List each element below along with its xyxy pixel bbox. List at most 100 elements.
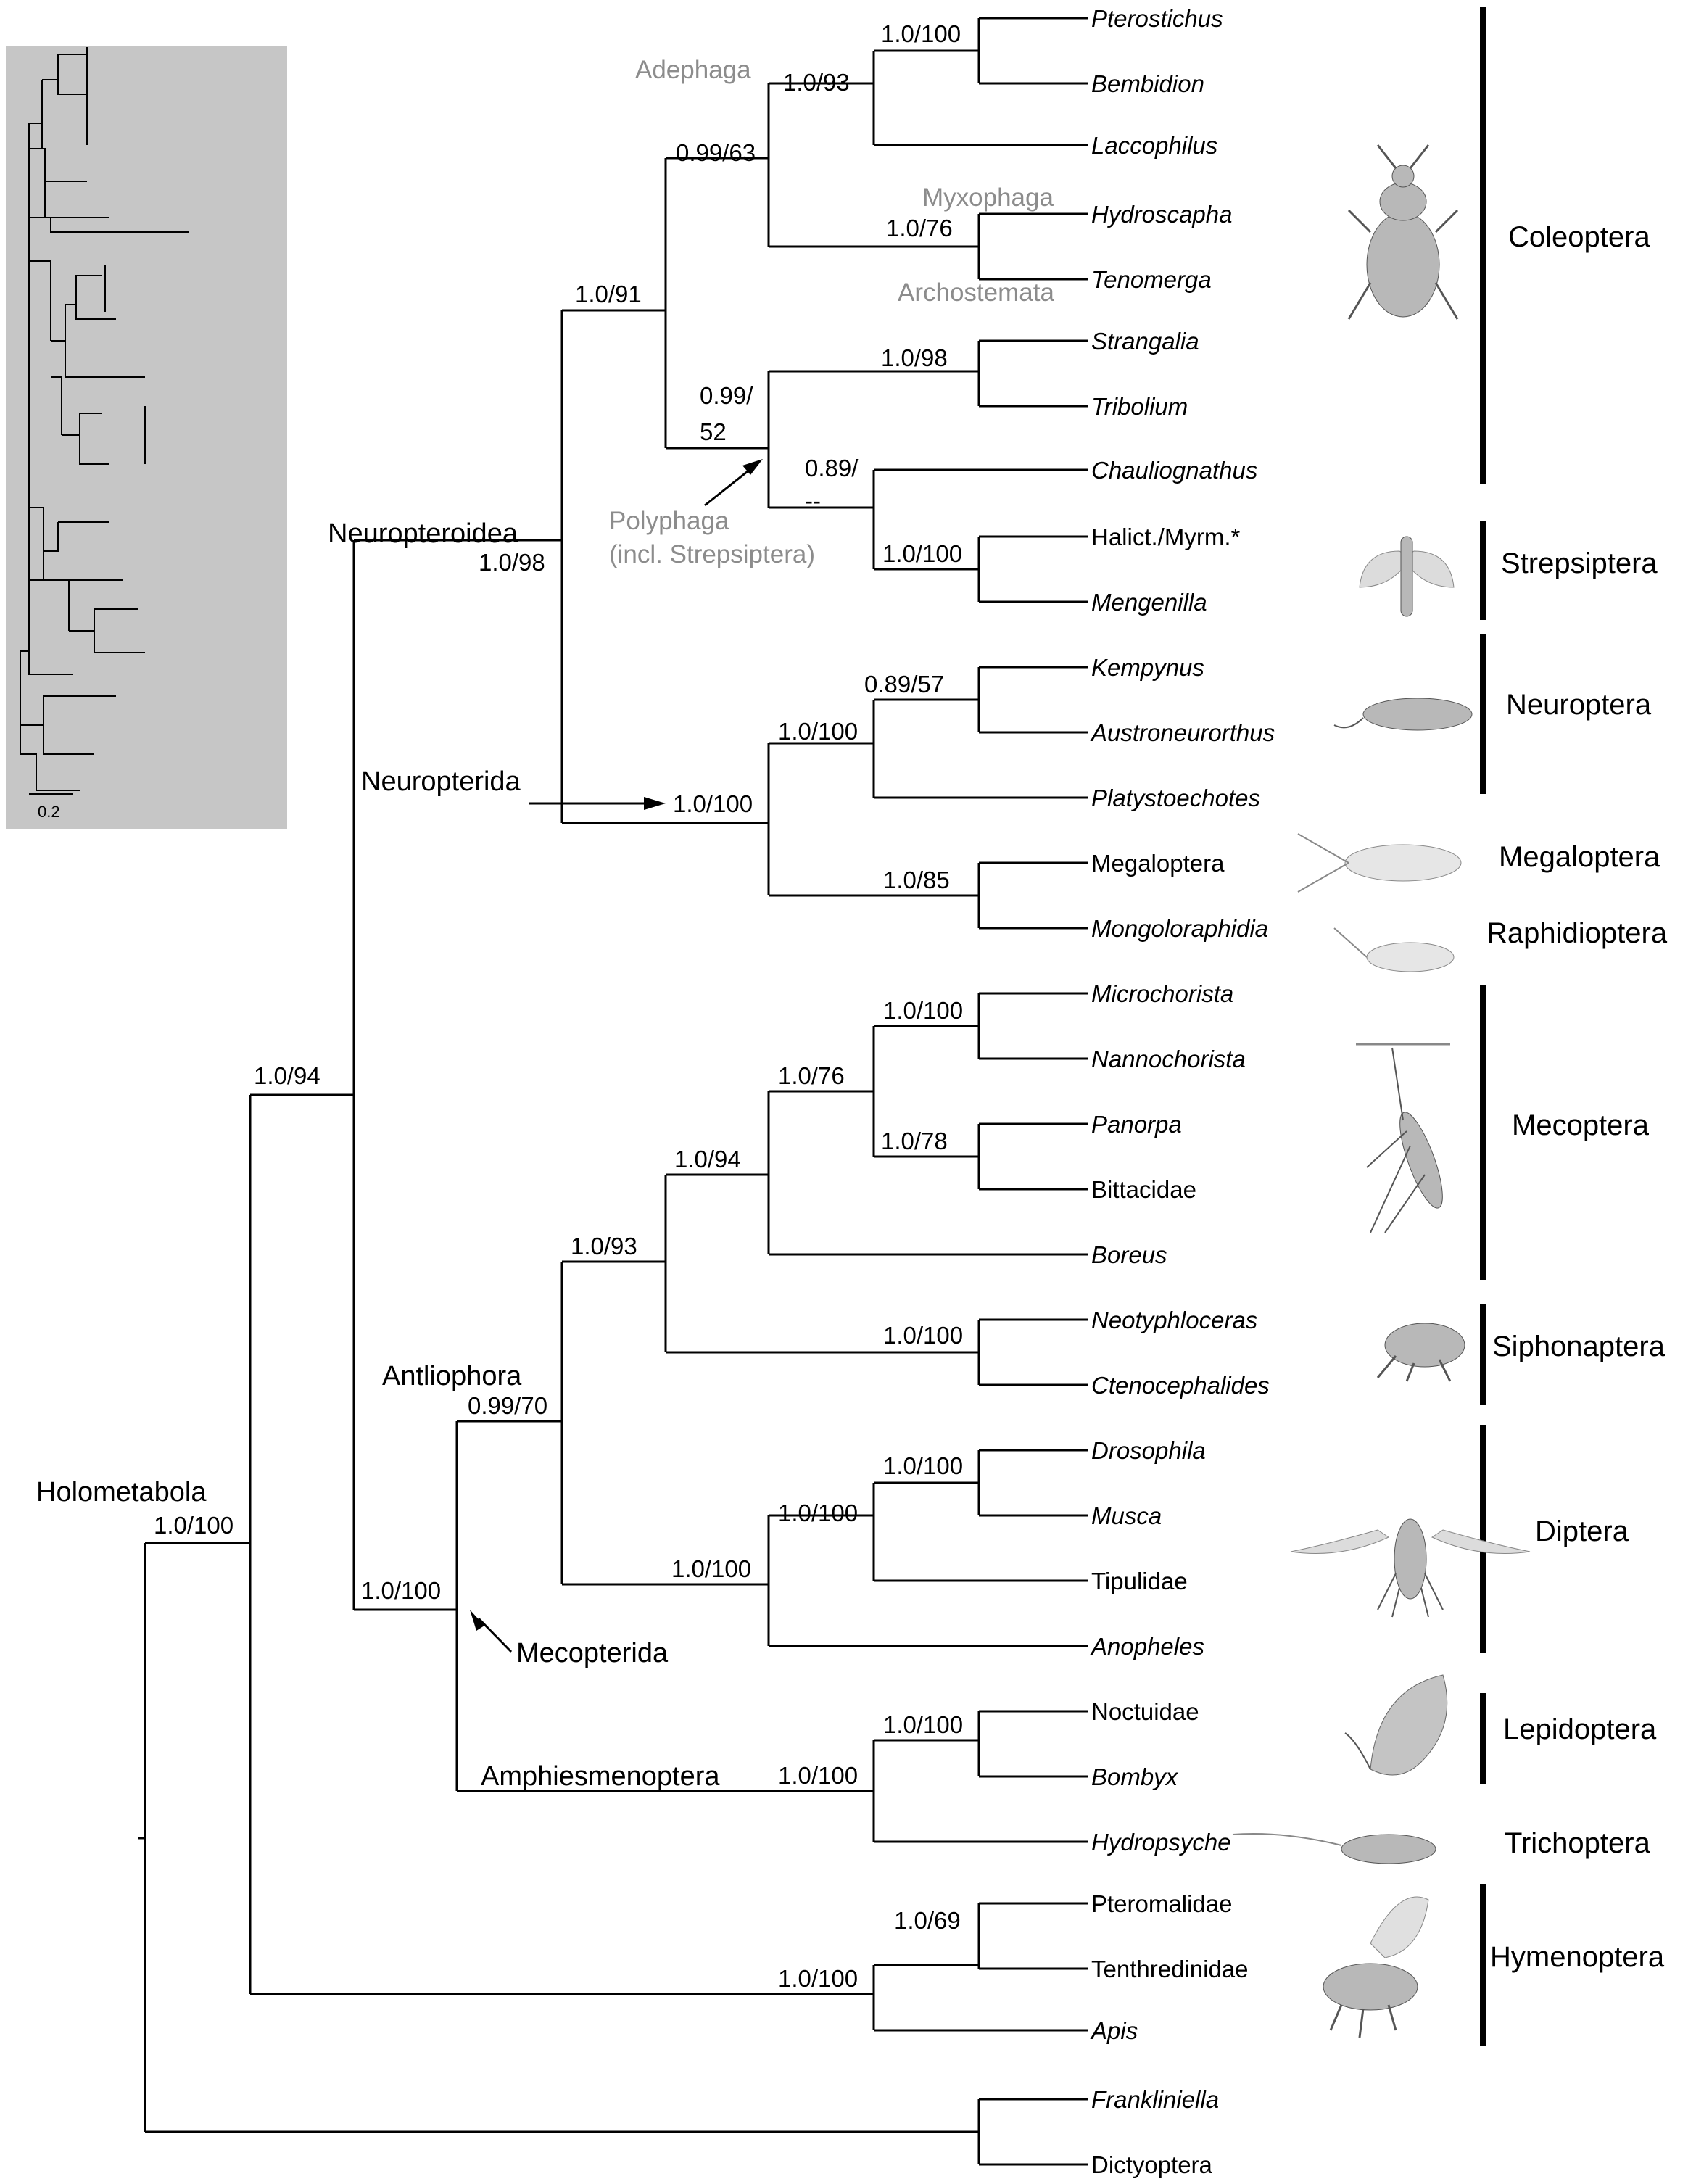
- order-names: Coleoptera Strepsiptera Neuroptera Megal…: [1486, 221, 1668, 1973]
- support-value: 0.99/: [700, 382, 753, 409]
- support-value: 1.0/76: [886, 215, 953, 241]
- support-value: 1.0/100: [671, 1555, 751, 1582]
- taxon-label: Hydroscapha: [1091, 201, 1232, 228]
- arrows: [470, 459, 763, 1653]
- clade-names: Neuropteroidea Neuropterida Antliophora …: [36, 518, 720, 1792]
- grey-label-myxophaga: Myxophaga: [922, 183, 1054, 212]
- taxon-label: Microchorista: [1091, 980, 1233, 1007]
- taxon-label: Bembidion: [1091, 70, 1204, 97]
- taxon-label: Frankliniella: [1091, 2086, 1219, 2113]
- insect-illustrations: [1232, 144, 1531, 2038]
- taxon-label: Musca: [1091, 1502, 1162, 1529]
- strepsiptera-drawing: [1359, 536, 1455, 617]
- support-value: 0.99/63: [676, 139, 756, 166]
- support-values: 1.0/100 1.0/93 0.99/63 1.0/76 1.0/91 1.0…: [154, 20, 963, 1992]
- taxon-label: Neotyphloceras: [1091, 1307, 1257, 1333]
- grey-label-archostemata: Archostemata: [898, 278, 1054, 307]
- fly-drawing: [1290, 1518, 1531, 1618]
- support-value: 1.0/76: [778, 1062, 845, 1089]
- taxon-label: Drosophila: [1091, 1437, 1206, 1464]
- mecopterida-arrow-line: [477, 1617, 513, 1653]
- support-value: 1.0/100: [361, 1577, 441, 1604]
- taxon-label: Pterostichus: [1091, 5, 1223, 32]
- lacewing-drawing: [1333, 698, 1473, 731]
- support-value: 0.99/70: [468, 1392, 547, 1419]
- order-label-neuroptera: Neuroptera: [1506, 689, 1652, 721]
- inset-scale-label: 0.2: [38, 803, 60, 821]
- taxon-label: Platystoechotes: [1091, 785, 1260, 811]
- support-value: 52: [700, 418, 727, 445]
- order-label-raphidioptera: Raphidioptera: [1486, 917, 1668, 949]
- order-label-lepidoptera: Lepidoptera: [1503, 1713, 1657, 1745]
- neuropterida-arrow-head: [644, 797, 666, 810]
- megaloptera-drawing: [1297, 833, 1462, 893]
- taxon-label: Boreus: [1091, 1241, 1167, 1268]
- inset-background: [6, 46, 287, 829]
- taxon-label: Pteromalidae: [1091, 1890, 1232, 1917]
- butterfly-drawing: [1344, 1674, 1448, 1776]
- support-value: 1.0/100: [881, 20, 961, 47]
- mecopterida-arrow-head: [470, 1610, 484, 1631]
- clade-label-neuropteroidea: Neuropteroidea: [328, 518, 518, 549]
- support-value: 1.0/93: [783, 69, 850, 96]
- taxon-label: Bombyx: [1091, 1763, 1179, 1790]
- taxon-label: Austroneurorthus: [1090, 719, 1275, 746]
- clade-label-mecopterida: Mecopterida: [516, 1638, 669, 1668]
- taxon-label: Strangalia: [1091, 328, 1199, 355]
- clade-label-antliophora: Antliophora: [382, 1361, 522, 1391]
- order-label-trichoptera: Trichoptera: [1505, 1827, 1651, 1859]
- support-value: 0.89/: [805, 455, 859, 481]
- support-value: 1.0/91: [575, 281, 642, 307]
- support-value: 1.0/94: [674, 1146, 741, 1172]
- taxon-label: Mengenilla: [1091, 589, 1207, 616]
- taxon-label: Tribolium: [1091, 393, 1188, 420]
- raphidioptera-drawing: [1333, 927, 1455, 972]
- order-label-siphonaptera: Siphonaptera: [1492, 1331, 1666, 1362]
- inset-tree-panel: 0.2: [6, 46, 287, 829]
- order-label-mecoptera: Mecoptera: [1512, 1109, 1650, 1141]
- polyphaga-arrow-line: [704, 465, 755, 507]
- flea-drawing: [1376, 1323, 1465, 1382]
- taxon-label: Tipulidae: [1091, 1568, 1188, 1594]
- support-value: 1.0/85: [883, 866, 950, 893]
- tree-branches: [138, 17, 1088, 2166]
- tip-labels: Pterostichus Bembidion Laccophilus Hydro…: [1090, 5, 1275, 2178]
- support-value: 1.0/100: [673, 790, 753, 817]
- support-value: 1.0/100: [778, 1965, 858, 1992]
- support-value: 1.0/98: [479, 549, 545, 576]
- grey-label-adephaga: Adephaga: [635, 56, 751, 84]
- taxon-label: Laccophilus: [1091, 132, 1217, 159]
- support-value: 1.0/100: [883, 1322, 963, 1349]
- support-value: 1.0/98: [881, 344, 948, 371]
- grey-label-polyphaga: Polyphaga: [609, 507, 729, 535]
- order-label-megaloptera: Megaloptera: [1499, 841, 1660, 873]
- taxon-label: Ctenocephalides: [1091, 1372, 1270, 1399]
- order-label-coleoptera: Coleoptera: [1508, 221, 1650, 253]
- taxon-label: Chauliognathus: [1091, 457, 1257, 484]
- taxon-label: Tenthredinidae: [1091, 1956, 1249, 1982]
- bee-drawing: [1323, 1896, 1429, 2038]
- taxon-label: Dictyoptera: [1091, 2151, 1213, 2178]
- support-value: 1.0/100: [882, 540, 962, 567]
- support-value: --: [805, 487, 821, 514]
- inset-tree: [20, 47, 189, 791]
- taxon-label: Hydropsyche: [1091, 1829, 1231, 1856]
- support-value: 1.0/94: [254, 1062, 320, 1089]
- clade-label-holometabola: Holometabola: [36, 1477, 207, 1507]
- order-label-strepsiptera: Strepsiptera: [1501, 547, 1658, 579]
- taxon-label: Apis: [1090, 2017, 1138, 2044]
- support-value: 1.0/100: [883, 1711, 963, 1738]
- grey-label-incl-strepsiptera: (incl. Strepsiptera): [609, 540, 815, 568]
- taxon-label: Nannochorista: [1091, 1046, 1246, 1072]
- support-value: 1.0/100: [883, 1452, 963, 1479]
- order-label-hymenoptera: Hymenoptera: [1490, 1941, 1665, 1973]
- taxon-label: Anopheles: [1090, 1633, 1204, 1660]
- support-value: 1.0/100: [154, 1512, 233, 1539]
- support-value: 1.0/100: [778, 718, 858, 745]
- taxon-label: Noctuidae: [1091, 1698, 1199, 1725]
- support-value: 1.0/100: [883, 997, 963, 1024]
- taxon-label: Bittacidae: [1091, 1176, 1196, 1203]
- support-value: 1.0/100: [778, 1762, 858, 1789]
- suborder-labels: Adephaga Myxophaga Archostemata Polyphag…: [609, 56, 1054, 568]
